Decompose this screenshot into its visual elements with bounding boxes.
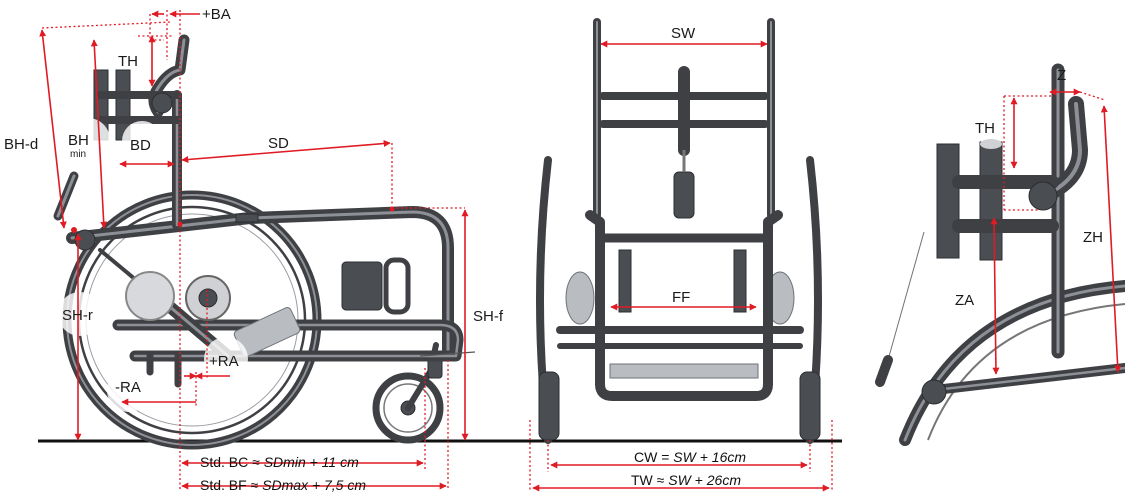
sw-label: SW (671, 25, 696, 42)
front-dimensions (529, 40, 833, 492)
detail-th-label: TH (975, 120, 995, 137)
z-label: Z (1057, 67, 1066, 84)
bh-d-label: BH-d (4, 136, 38, 153)
side-dimensions (39, 10, 469, 490)
front-view-frame (556, 18, 804, 401)
zh-label: ZH (1083, 229, 1103, 246)
detail-dimensions (990, 88, 1122, 375)
ra-minus-label: -RA (115, 379, 141, 396)
formula-bf: Std. BF ≈ SDmax + 7,5 cm (200, 477, 366, 493)
bd-label: BD (130, 137, 151, 154)
formula-bc: Std. BC ≈ SDmin + 11 cm (200, 454, 359, 470)
za-label: ZA (955, 292, 974, 309)
ba-label: +BA (202, 6, 231, 23)
th-label: TH (118, 53, 138, 70)
sh-r-label: SH-r (62, 307, 93, 324)
ra-plus-label: +RA (209, 353, 239, 370)
bh-min-label: BH (68, 132, 89, 149)
front-view: SW FF CW = SW + 16cm TW ≈ SW + 26cm (529, 18, 833, 492)
detail-view: Z TH ZH ZA (875, 63, 1125, 446)
formula-tw: TW ≈ SW + 26cm (631, 472, 741, 488)
formula-cw: CW = SW + 16cm (634, 449, 746, 465)
sh-f-label: SH-f (473, 308, 504, 325)
sd-label: SD (268, 135, 289, 152)
bh-min-subscript: min (70, 149, 86, 160)
ff-label: FF (672, 289, 690, 306)
side-view: +BA TH BH-d BH min BD SD SH-r SH-f +RA -… (4, 6, 504, 493)
